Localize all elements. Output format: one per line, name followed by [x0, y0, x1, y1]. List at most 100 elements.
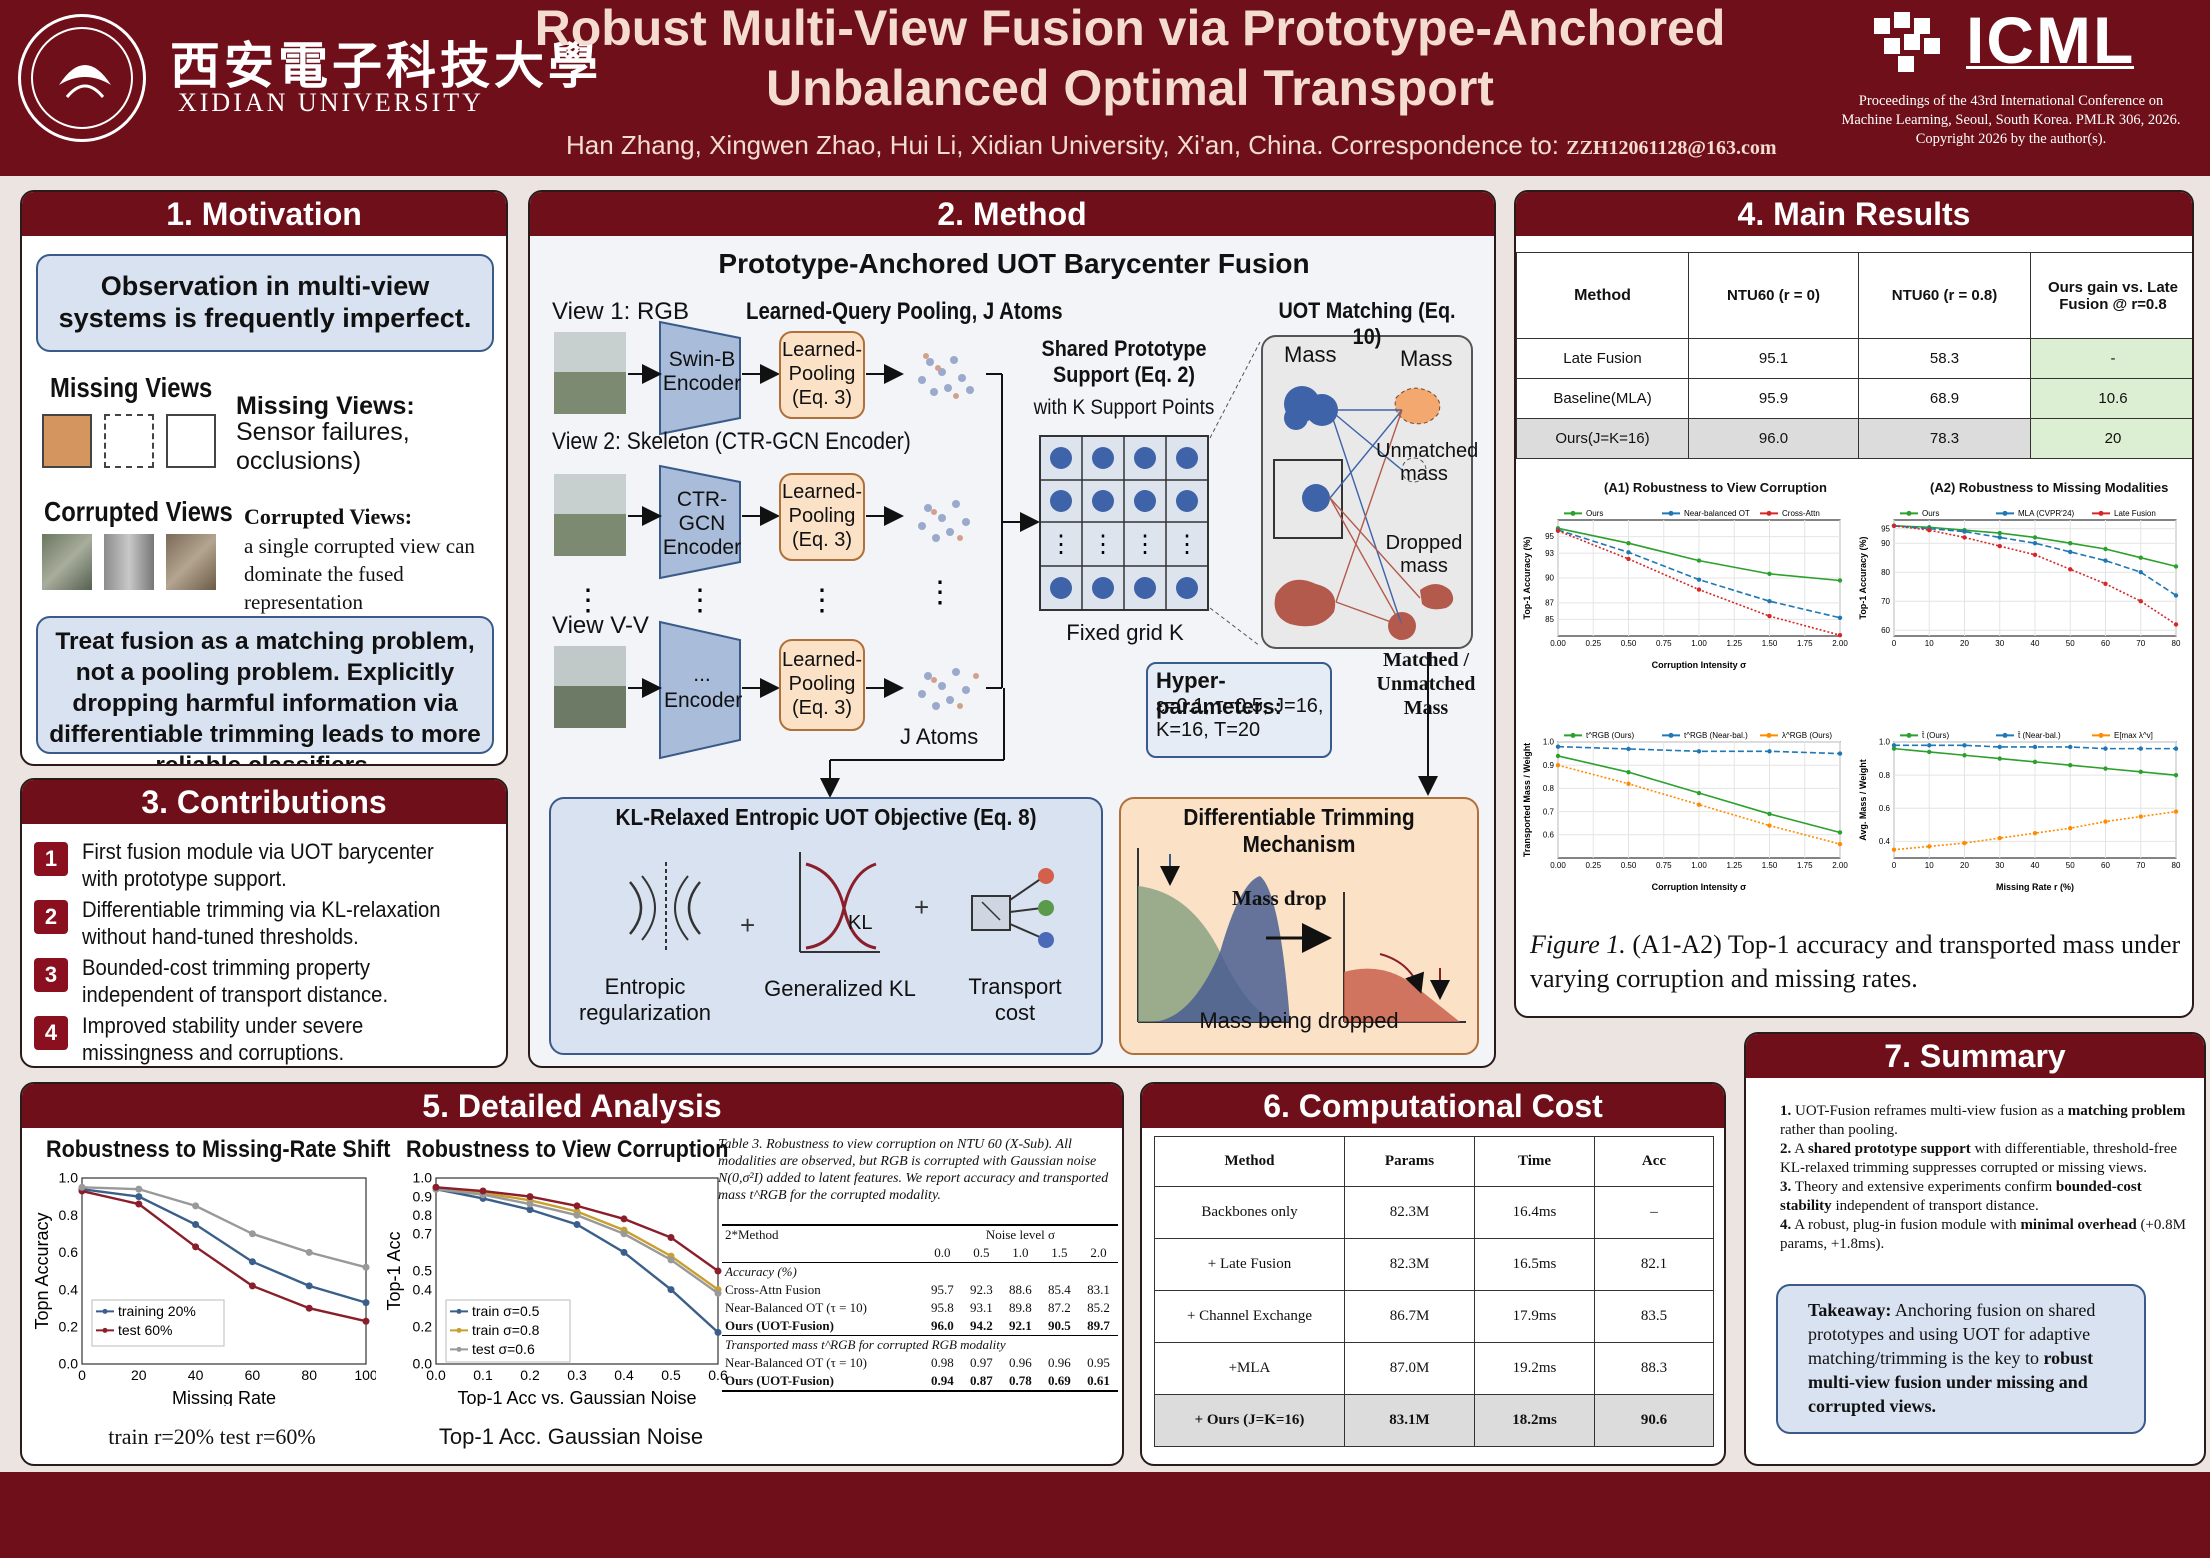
- legend-marker: [456, 1327, 462, 1333]
- cell: + Ours (J=K=16): [1154, 1394, 1345, 1447]
- y-tick-label: 1.0: [59, 1170, 79, 1186]
- x-tick-label: 60: [245, 1367, 261, 1383]
- cell: 95.9: [1688, 378, 1859, 419]
- y-tick-label: 0.6: [1879, 804, 1891, 813]
- legend-label: E[max λ^v]: [2114, 731, 2153, 740]
- table-row: Transported mass t^RGB for corrupted RGB…: [722, 1336, 1118, 1355]
- legend-label: t̄ (Ours): [1921, 731, 1949, 740]
- y-tick-label: 90: [1881, 539, 1890, 548]
- x-tick-label: 1.25: [1726, 639, 1742, 648]
- svg-text:⋮: ⋮: [1175, 531, 1199, 558]
- c2-caption: Top-1 Acc. Gaussian Noise: [438, 1424, 704, 1449]
- data-point: [1837, 841, 1843, 847]
- cell: 1.0: [1012, 1245, 1029, 1260]
- series-line: [1557, 745, 1841, 755]
- x-tick-label: 10: [1925, 861, 1934, 870]
- plus-1: +: [740, 910, 756, 940]
- icml-checker-icon: [1874, 12, 1940, 72]
- missing-view-empty: [166, 414, 216, 468]
- data-point: [248, 1258, 256, 1266]
- data-point: [2068, 825, 2073, 831]
- data-point: [305, 1304, 313, 1312]
- data-point: [620, 1248, 628, 1256]
- x-tick-label: 50: [2066, 639, 2075, 648]
- title-line-1: Robust Multi-View Fusion via Prototype-A…: [534, 0, 1726, 56]
- data-point: [667, 1286, 675, 1294]
- data-point: [135, 1185, 143, 1193]
- data-point: [1837, 632, 1843, 638]
- data-point: [192, 1243, 200, 1251]
- results-header-row: Method NTU60 (r = 0) NTU60 (r = 0.8) Our…: [1516, 252, 2192, 339]
- data-point: [1555, 744, 1561, 749]
- missing-views-head: Missing Views:: [236, 392, 415, 420]
- data-point: [1767, 749, 1772, 754]
- svg-text:⋮: ⋮: [1133, 531, 1157, 558]
- series-line: [1893, 810, 2177, 851]
- data-point: [1626, 556, 1631, 562]
- summary-item: 2. A shared prototype support with diffe…: [1780, 1140, 2190, 1178]
- cell: 16.5ms: [1474, 1238, 1595, 1291]
- data-point: [1767, 571, 1772, 577]
- x-tick-label: 0.25: [1585, 639, 1601, 648]
- cell: 0.0: [934, 1245, 951, 1260]
- svg-text:⋮: ⋮: [685, 584, 715, 617]
- data-point: [362, 1317, 370, 1325]
- cell: 0.98: [931, 1355, 954, 1370]
- data-point: [1555, 528, 1561, 533]
- takeaway-box: Takeaway: Anchoring fusion on shared pro…: [1776, 1284, 2146, 1434]
- x-tick-label: 1.00: [1691, 861, 1707, 870]
- data-point: [2068, 763, 2073, 768]
- y-tick-label: 0.6: [1543, 830, 1555, 839]
- y-tick-label: 70: [1881, 597, 1890, 606]
- pool-box-2: Learned-Pooling (Eq. 3): [781, 481, 863, 551]
- cell: 1.5: [1051, 1245, 1068, 1260]
- cell: 82.3M: [1344, 1238, 1475, 1291]
- data-point: [1555, 753, 1561, 759]
- treat-fusion-box: Treat fusion as a matching problem, not …: [36, 616, 494, 764]
- data-point: [1837, 751, 1843, 756]
- legend-marker: [1668, 510, 1674, 516]
- series-line: [81, 1186, 367, 1269]
- mass-dropped-label: Mass being dropped: [1199, 1008, 1399, 1033]
- y-tick-label: 95: [1881, 524, 1890, 533]
- series-line: [1557, 764, 1841, 845]
- data-point: [526, 1206, 534, 1214]
- x-tick-label: 10: [1925, 639, 1934, 648]
- data-point: [2138, 599, 2143, 604]
- data-point: [2068, 541, 2073, 546]
- contribution-item: Differentiable trimming via KL-relaxatio…: [82, 897, 441, 949]
- summary-pre: Theory and extensive experiments confirm: [1794, 1179, 2056, 1195]
- proceedings-note: Proceedings of the 43rd International Co…: [1841, 93, 2181, 147]
- x-axis-label: Missing Rate: [172, 1388, 276, 1406]
- unmatched-mass-label: Unmatched mass: [1376, 440, 1479, 485]
- cell: 87.2: [1048, 1300, 1071, 1315]
- summary-num: 2.: [1780, 1141, 1792, 1157]
- cell: 93.1: [970, 1300, 993, 1315]
- cell: 94.2: [970, 1318, 993, 1333]
- data-point: [1626, 781, 1631, 786]
- data-point: [1767, 599, 1772, 604]
- data-point: [2032, 830, 2038, 836]
- summary-post: independent of transport distance.: [1831, 1198, 2039, 1214]
- corrupted-thumb-3: [166, 534, 216, 590]
- x-tick-label: 0.0: [426, 1367, 446, 1383]
- data-point: [2103, 558, 2108, 563]
- cell: 0.61: [1087, 1373, 1110, 1388]
- y-tick-label: 60: [1881, 626, 1890, 635]
- x-tick-label: 20: [1960, 861, 1969, 870]
- plus-2: +: [914, 892, 930, 922]
- summary-item: 4. A robust, plug-in fusion module with …: [1780, 1216, 2190, 1254]
- legend-label: test 60%: [118, 1322, 172, 1338]
- cell: 83.5: [1594, 1290, 1714, 1343]
- data-point: [526, 1193, 534, 1201]
- legend-marker: [2098, 510, 2104, 516]
- missing-views-label: Missing Views: [50, 372, 213, 403]
- data-point: [2138, 555, 2143, 560]
- title-line-2: Unbalanced Optimal Transport: [766, 60, 1494, 116]
